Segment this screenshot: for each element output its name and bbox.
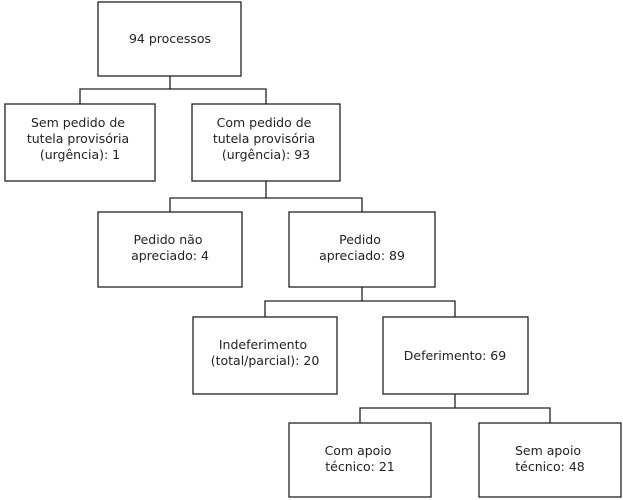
node-nao-apreciado: Pedido não apreciado: 4 xyxy=(97,211,243,288)
node-com-apoio-label: Com apoio técnico: 21 xyxy=(325,443,396,474)
node-indeferimento: Indeferimento (total/parcial): 20 xyxy=(192,316,338,395)
node-com-pedido: Com pedido de tutela provisória (urgênci… xyxy=(191,103,341,182)
node-sem-apoio: Sem apoio técnico: 48 xyxy=(478,422,622,498)
node-root: 94 processos xyxy=(97,1,242,77)
node-indeferimento-label: Indeferimento (total/parcial): 20 xyxy=(211,337,320,368)
node-apreciado-label: Pedido apreciado: 89 xyxy=(319,232,405,263)
connectors xyxy=(79,76,551,423)
connector-deferimento-to-level4 xyxy=(359,407,551,423)
node-apreciado: Pedido apreciado: 89 xyxy=(288,211,436,288)
node-com-apoio: Com apoio técnico: 21 xyxy=(288,422,432,498)
connector-apreciado-to-level3 xyxy=(264,300,456,317)
connector-root-to-level1 xyxy=(79,88,267,104)
node-sem-pedido: Sem pedido de tutela provisória (urgênci… xyxy=(4,103,156,182)
node-sem-pedido-label: Sem pedido de tutela provisória (urgênci… xyxy=(27,115,133,162)
connector-com-pedido-to-level2 xyxy=(169,197,363,212)
node-root-label: 94 processos xyxy=(129,31,211,46)
node-deferimento: Deferimento: 69 xyxy=(382,316,529,395)
node-nao-apreciado-label: Pedido não apreciado: 4 xyxy=(131,232,209,263)
node-deferimento-label: Deferimento: 69 xyxy=(404,348,506,363)
node-com-pedido-label: Com pedido de tutela provisória (urgênci… xyxy=(213,115,319,162)
node-sem-apoio-label: Sem apoio técnico: 48 xyxy=(515,443,585,474)
